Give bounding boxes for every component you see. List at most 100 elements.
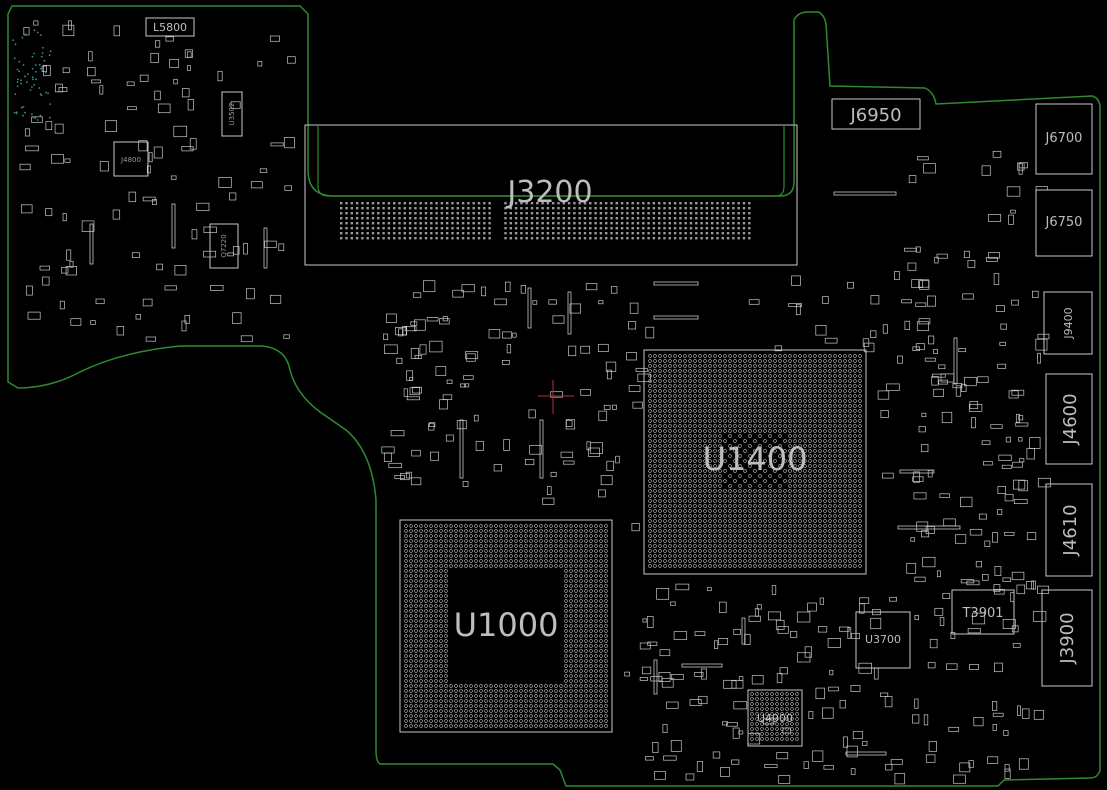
smd-footprint: [128, 191, 137, 203]
pin: [594, 202, 597, 205]
pin: [599, 227, 603, 230]
pin: [848, 429, 852, 433]
smd-footprint: [465, 351, 479, 360]
pin: [424, 237, 428, 240]
pin: [823, 499, 827, 503]
pin: [728, 424, 732, 428]
pin: [813, 354, 817, 358]
pin: [361, 212, 364, 215]
smd-footprint: [662, 724, 668, 733]
pin: [838, 484, 842, 488]
pin: [673, 549, 677, 553]
pin: [693, 469, 697, 473]
pin: [439, 704, 443, 708]
pin: [434, 709, 438, 713]
smd-footprint: [886, 383, 900, 391]
pin: [430, 207, 433, 210]
pin: [409, 564, 413, 568]
pin: [648, 444, 652, 448]
pin: [753, 389, 757, 393]
pin: [444, 534, 448, 538]
pin: [589, 679, 593, 683]
smd-footprint: [815, 325, 827, 336]
pin: [589, 619, 593, 623]
pin: [683, 389, 687, 393]
pin: [758, 399, 762, 403]
pin: [703, 399, 707, 403]
pin: [509, 237, 512, 240]
pin: [693, 484, 697, 488]
pin: [454, 709, 458, 713]
pin: [698, 504, 702, 508]
pin: [726, 202, 730, 205]
pin: [472, 217, 475, 220]
pin: [451, 202, 454, 205]
pin: [763, 554, 767, 558]
pin: [514, 217, 518, 220]
pin: [813, 504, 817, 508]
pin: [409, 524, 413, 528]
pin: [755, 707, 759, 711]
pin: [424, 609, 428, 613]
smd-footprint: [714, 640, 719, 649]
smd-footprint: [62, 67, 70, 74]
pin: [579, 584, 583, 588]
pin: [449, 539, 453, 543]
pin: [439, 544, 443, 548]
pin: [435, 217, 438, 220]
pin: [742, 237, 746, 240]
smd-footprint: [406, 396, 420, 401]
smd-footprint: [139, 74, 149, 82]
pin: [788, 394, 792, 398]
pin: [818, 439, 822, 443]
pin: [703, 534, 707, 538]
smd-footprint: [409, 387, 420, 396]
pin: [434, 594, 438, 598]
pin: [713, 434, 717, 438]
pin: [750, 692, 754, 696]
pin: [564, 629, 568, 633]
smd-footprint: [43, 64, 51, 77]
pin: [494, 694, 498, 698]
pin: [439, 599, 443, 603]
pin: [838, 379, 842, 383]
pin: [688, 379, 692, 383]
via: [29, 89, 32, 91]
pin: [683, 384, 687, 388]
pin: [658, 554, 662, 558]
pin: [620, 217, 624, 220]
pin: [414, 694, 418, 698]
pin: [519, 549, 523, 553]
pin: [723, 469, 727, 473]
pin: [574, 654, 578, 658]
pin: [355, 232, 359, 235]
pin: [653, 359, 657, 363]
pin: [778, 429, 782, 433]
pin: [456, 222, 459, 225]
pin: [419, 207, 422, 210]
pin: [828, 434, 832, 438]
smd-footprint: [918, 318, 931, 325]
pin: [504, 564, 508, 568]
smd-footprint: [227, 252, 234, 257]
pin: [414, 534, 418, 538]
pin: [737, 207, 740, 210]
pin: [574, 714, 578, 718]
pin: [449, 699, 453, 703]
pin: [858, 354, 862, 358]
pin: [479, 544, 483, 548]
pin: [713, 364, 717, 368]
pin: [604, 699, 608, 703]
pin: [708, 404, 712, 408]
pin: [678, 509, 682, 513]
pin: [377, 212, 380, 215]
pin: [748, 464, 752, 468]
pin: [828, 464, 832, 468]
pin: [711, 207, 714, 210]
pin: [858, 384, 862, 388]
pin: [848, 419, 852, 423]
pin: [525, 202, 528, 205]
smd-footprint: [62, 213, 67, 222]
connector-footprint: [653, 281, 699, 286]
pin: [743, 399, 747, 403]
